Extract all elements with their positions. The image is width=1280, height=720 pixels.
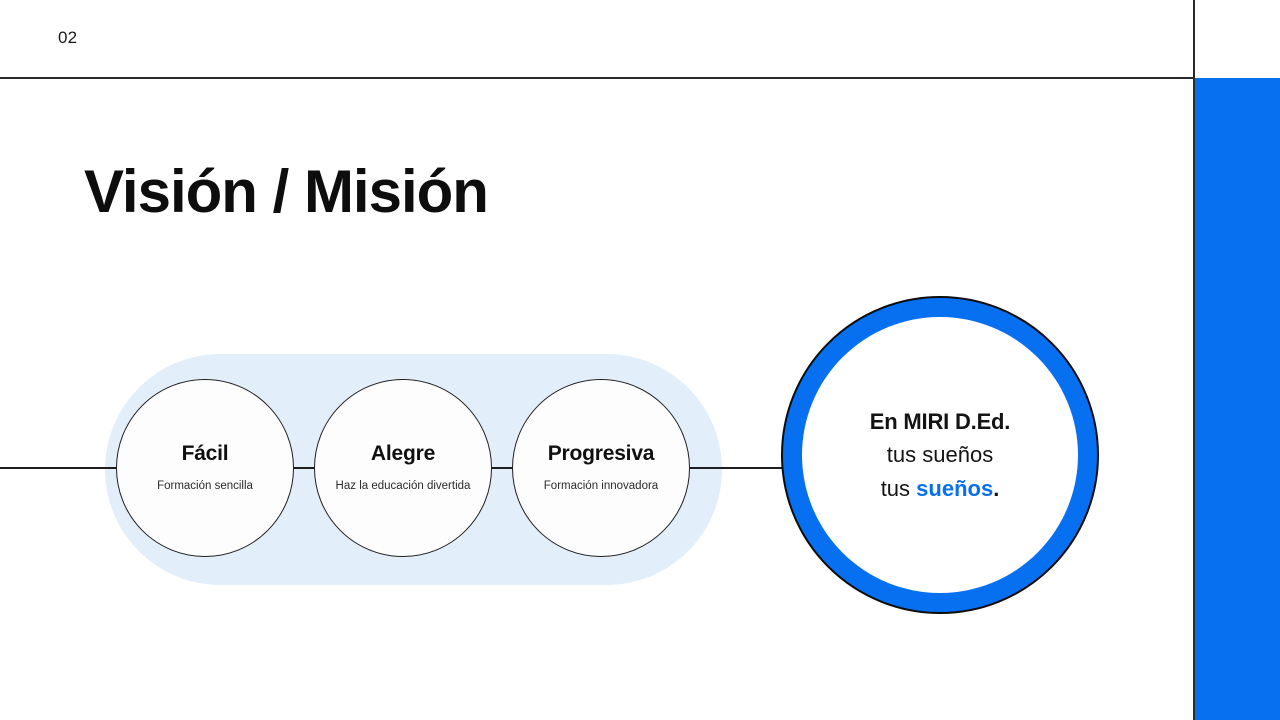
main-node-content: En MIRI D.Ed. tus sueños tus sueños. [802,317,1078,593]
node-subtitle: Formación innovadora [543,479,659,492]
right-margin-line [1193,0,1195,720]
main-node-line-3: tus sueños. [881,472,1000,505]
main-node-line-3-prefix: tus [880,475,917,501]
main-node-line-3-highlight: sueños [916,475,994,501]
connector-line-1-2 [290,467,318,469]
main-node-line-2: tus sueños [886,442,994,468]
accent-bar-right [1195,78,1280,720]
node-title: Fácil [181,441,229,465]
page-number: 02 [58,28,78,47]
connector-line-3-main [686,467,796,469]
node-subtitle: Haz la educación divertida [335,479,471,492]
diagram-node-main-outcome[interactable]: En MIRI D.Ed. tus sueños tus sueños. [781,296,1099,614]
connector-line-2-3 [488,467,516,469]
diagram-node-progresiva[interactable]: Progresiva Formación innovadora [512,379,690,557]
node-subtitle: Formación sencilla [157,479,253,492]
diagram-node-alegre[interactable]: Alegre Haz la educación divertida [314,379,492,557]
node-title: Alegre [370,441,436,465]
node-title: Progresiva [547,441,655,465]
page-title: Visión / Misión [84,158,489,225]
connector-line-start [0,467,120,469]
header-divider-line [0,77,1195,79]
main-node-line-1: En MIRI D.Ed. [869,408,1011,434]
diagram-node-facil[interactable]: Fácil Formación sencilla [116,379,294,557]
main-node-line-3-suffix: . [993,475,1000,501]
